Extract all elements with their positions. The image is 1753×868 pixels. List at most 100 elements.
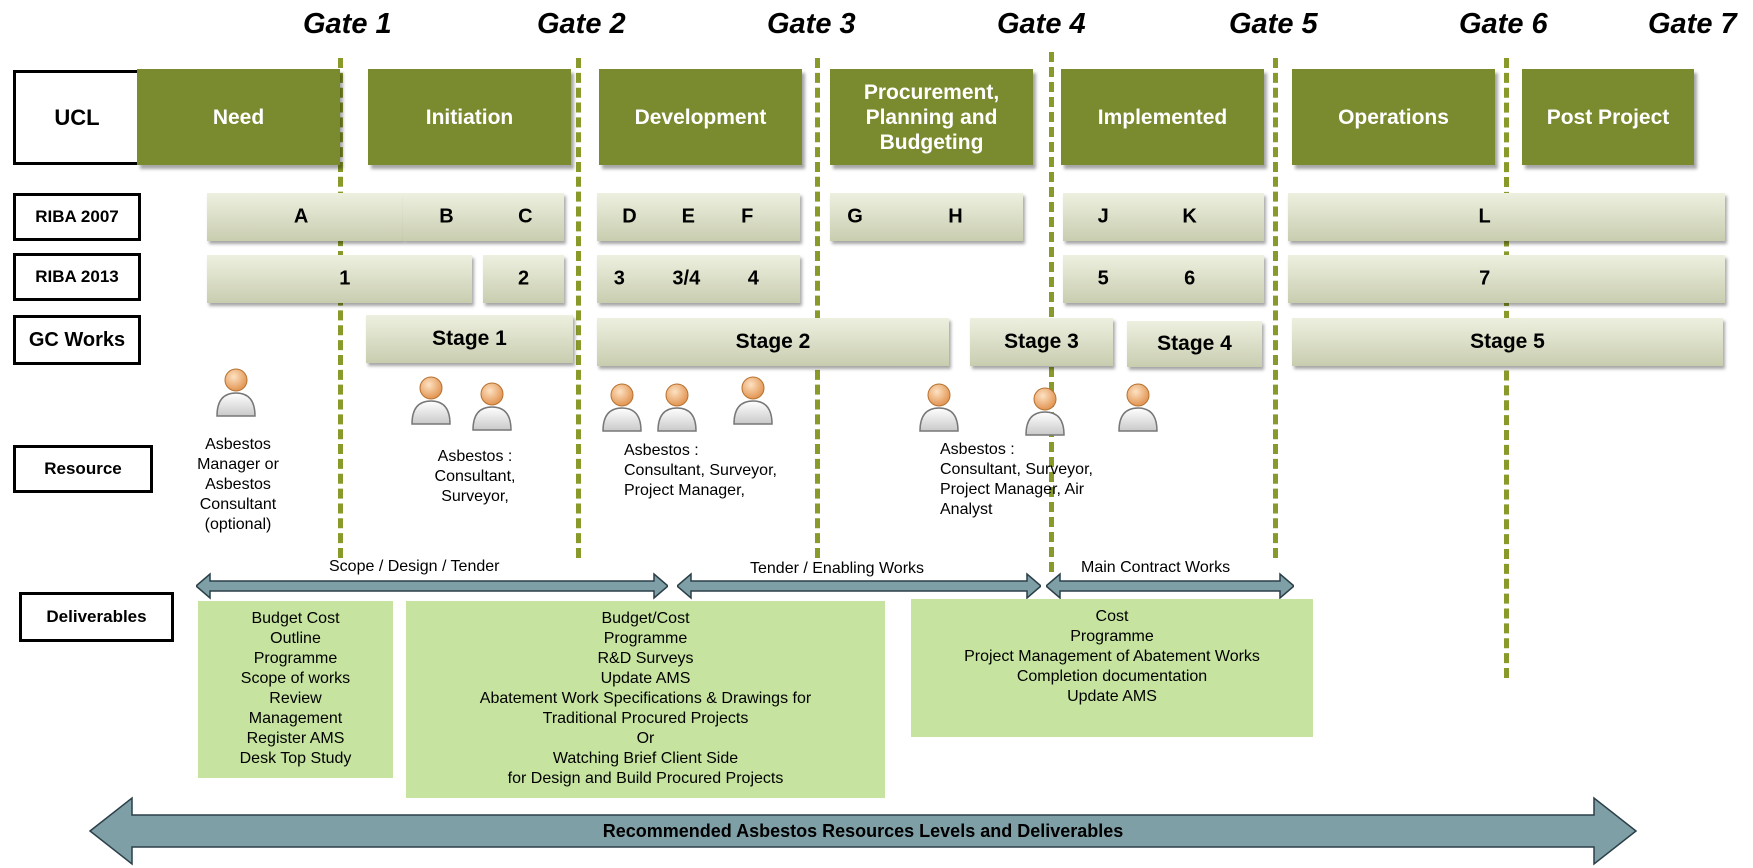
person-icon — [733, 376, 773, 425]
person-icon — [216, 368, 256, 417]
riba2007-bar-a: A — [207, 193, 403, 241]
gate-2-line — [576, 58, 581, 558]
deliverable-item: Budget Cost — [251, 610, 340, 627]
gate-7-label: Gate 7 — [1648, 8, 1737, 40]
person-icon — [602, 383, 642, 432]
riba2007-h: H — [948, 205, 963, 228]
riba2007-bar-gh: G H — [830, 193, 1023, 241]
riba2013-bar-1: 1 — [207, 255, 472, 303]
phase-development: Development — [599, 69, 802, 165]
deliverable-item: Completion documentation — [1016, 668, 1208, 685]
deliverable-item: Scope of works — [240, 670, 351, 687]
row-label-resource: Resource — [13, 445, 153, 493]
phase-need: Need — [137, 69, 340, 165]
riba2007-bar-bc: B C — [403, 193, 564, 241]
deliverable-item: Traditional Procured Projects — [542, 710, 749, 727]
riba2013-5: 5 — [1097, 267, 1109, 290]
riba2007-j: J — [1097, 205, 1109, 228]
deliverable-item: Programme — [253, 650, 338, 667]
deliverable-item: Update AMS — [1067, 688, 1157, 705]
riba2007-bar-jk: J K — [1063, 193, 1264, 241]
row-label-riba-2007: RIBA 2007 — [13, 193, 141, 241]
riba2013-bar-5-6: 5 6 — [1063, 255, 1264, 303]
riba2013-6: 6 — [1184, 267, 1196, 290]
gate-2-label: Gate 2 — [537, 8, 626, 40]
deliverable-item: Programme — [1070, 628, 1154, 645]
riba2013-4: 4 — [747, 267, 759, 290]
riba2013-2: 2 — [517, 267, 530, 290]
arrow-main-contract — [1046, 572, 1294, 600]
riba2007-f: F — [741, 205, 754, 228]
person-icon — [472, 382, 512, 431]
gate-1-label: Gate 1 — [303, 8, 392, 40]
deliverable-item: for Design and Build Procured Projects — [507, 770, 784, 787]
riba2007-e: E — [681, 205, 696, 228]
gate-3-label: Gate 3 — [767, 8, 856, 40]
resource-text-need: Asbestos Manager or Asbestos Consultant … — [197, 436, 279, 533]
riba2007-b: B — [439, 205, 454, 228]
arrow-scope-design-tender — [196, 572, 668, 600]
deliverables-box-3: Cost Programme Project Management of Aba… — [911, 599, 1313, 737]
riba2007-bar-def: D E F — [597, 193, 800, 241]
gate-5-line — [1273, 58, 1278, 558]
gc-stage-3: Stage 3 — [970, 318, 1113, 366]
deliverable-item: R&D Surveys — [597, 650, 694, 667]
deliverables-box-2: Budget/Cost Programme R&D Surveys Update… — [406, 601, 885, 798]
person-icon — [1025, 387, 1065, 436]
phase-procurement: Procurement, Planning and Budgeting — [830, 69, 1033, 165]
gc-stage-1: Stage 1 — [366, 315, 573, 363]
gate-4-line — [1049, 52, 1054, 572]
phase-implemented: Implemented — [1061, 69, 1264, 165]
deliverable-item: Abatement Work Specifications & Drawings… — [479, 690, 812, 707]
deliverable-item: Desk Top Study — [239, 750, 352, 767]
riba2007-a: A — [293, 205, 309, 228]
bottom-arrow-label: Recommended Asbestos Resources Levels an… — [602, 820, 1124, 841]
gate-4-label: Gate 4 — [997, 8, 1086, 40]
riba2013-bar-3-4: 3 3/4 4 — [597, 255, 800, 303]
deliverable-item: Update AMS — [600, 670, 691, 687]
person-icon — [919, 383, 959, 432]
deliverables-box-1: Budget Cost Outline Programme Scope of w… — [198, 601, 393, 778]
riba2013-bar-2: 2 — [483, 255, 564, 303]
gc-stage-4: Stage 4 — [1127, 321, 1262, 367]
bottom-double-arrow — [88, 796, 1638, 866]
person-icon — [411, 376, 451, 425]
gc-stage-5: Stage 5 — [1292, 318, 1723, 366]
riba2007-l: L — [1478, 205, 1491, 228]
deliverable-item: Project Management of Abatement Works — [964, 648, 1260, 665]
riba2007-c: C — [518, 205, 533, 228]
arrow-label-scope: Scope / Design / Tender — [329, 558, 500, 575]
phase-post-project: Post Project — [1522, 69, 1694, 165]
gate-6-line — [1504, 58, 1509, 678]
arrow-label-main: Main Contract Works — [1081, 559, 1231, 576]
row-label-riba-2013: RIBA 2013 — [13, 253, 141, 301]
gc-stage-2: Stage 2 — [597, 318, 949, 366]
riba2007-g: G — [847, 205, 863, 228]
gate-6-label: Gate 6 — [1459, 8, 1548, 40]
person-icon — [657, 383, 697, 432]
deliverable-item: Management — [248, 710, 343, 727]
row-label-deliverables: Deliverables — [19, 592, 174, 642]
deliverable-item: Or — [636, 730, 655, 747]
riba2007-d: D — [622, 205, 637, 228]
riba2013-bar-7: 7 — [1288, 255, 1725, 303]
deliverable-item: Outline — [270, 630, 321, 647]
arrow-tender-enabling — [677, 572, 1041, 600]
resource-text-development: Asbestos : Consultant, Surveyor, Project… — [624, 442, 777, 499]
gate-1-line — [338, 58, 343, 558]
riba2013-7: 7 — [1479, 267, 1491, 290]
deliverable-item: Register AMS — [246, 730, 345, 747]
deliverable-item: Review — [269, 690, 322, 707]
phase-initiation: Initiation — [368, 69, 571, 165]
deliverable-item: Programme — [603, 630, 688, 647]
deliverable-item: Watching Brief Client Side — [552, 750, 739, 767]
gate-3-line — [815, 58, 820, 558]
phase-operations: Operations — [1292, 69, 1495, 165]
deliverable-item: Budget/Cost — [601, 610, 690, 627]
resource-text-procurement: Asbestos : Consultant, Surveyor, Project… — [940, 441, 1093, 518]
gate-5-label: Gate 5 — [1229, 8, 1318, 40]
arrow-label-tender: Tender / Enabling Works — [750, 560, 925, 577]
riba2013-3-4: 3/4 — [672, 267, 701, 290]
resource-text-initiation: Asbestos : Consultant, Surveyor, — [434, 448, 516, 505]
riba2013-1: 1 — [339, 267, 351, 290]
